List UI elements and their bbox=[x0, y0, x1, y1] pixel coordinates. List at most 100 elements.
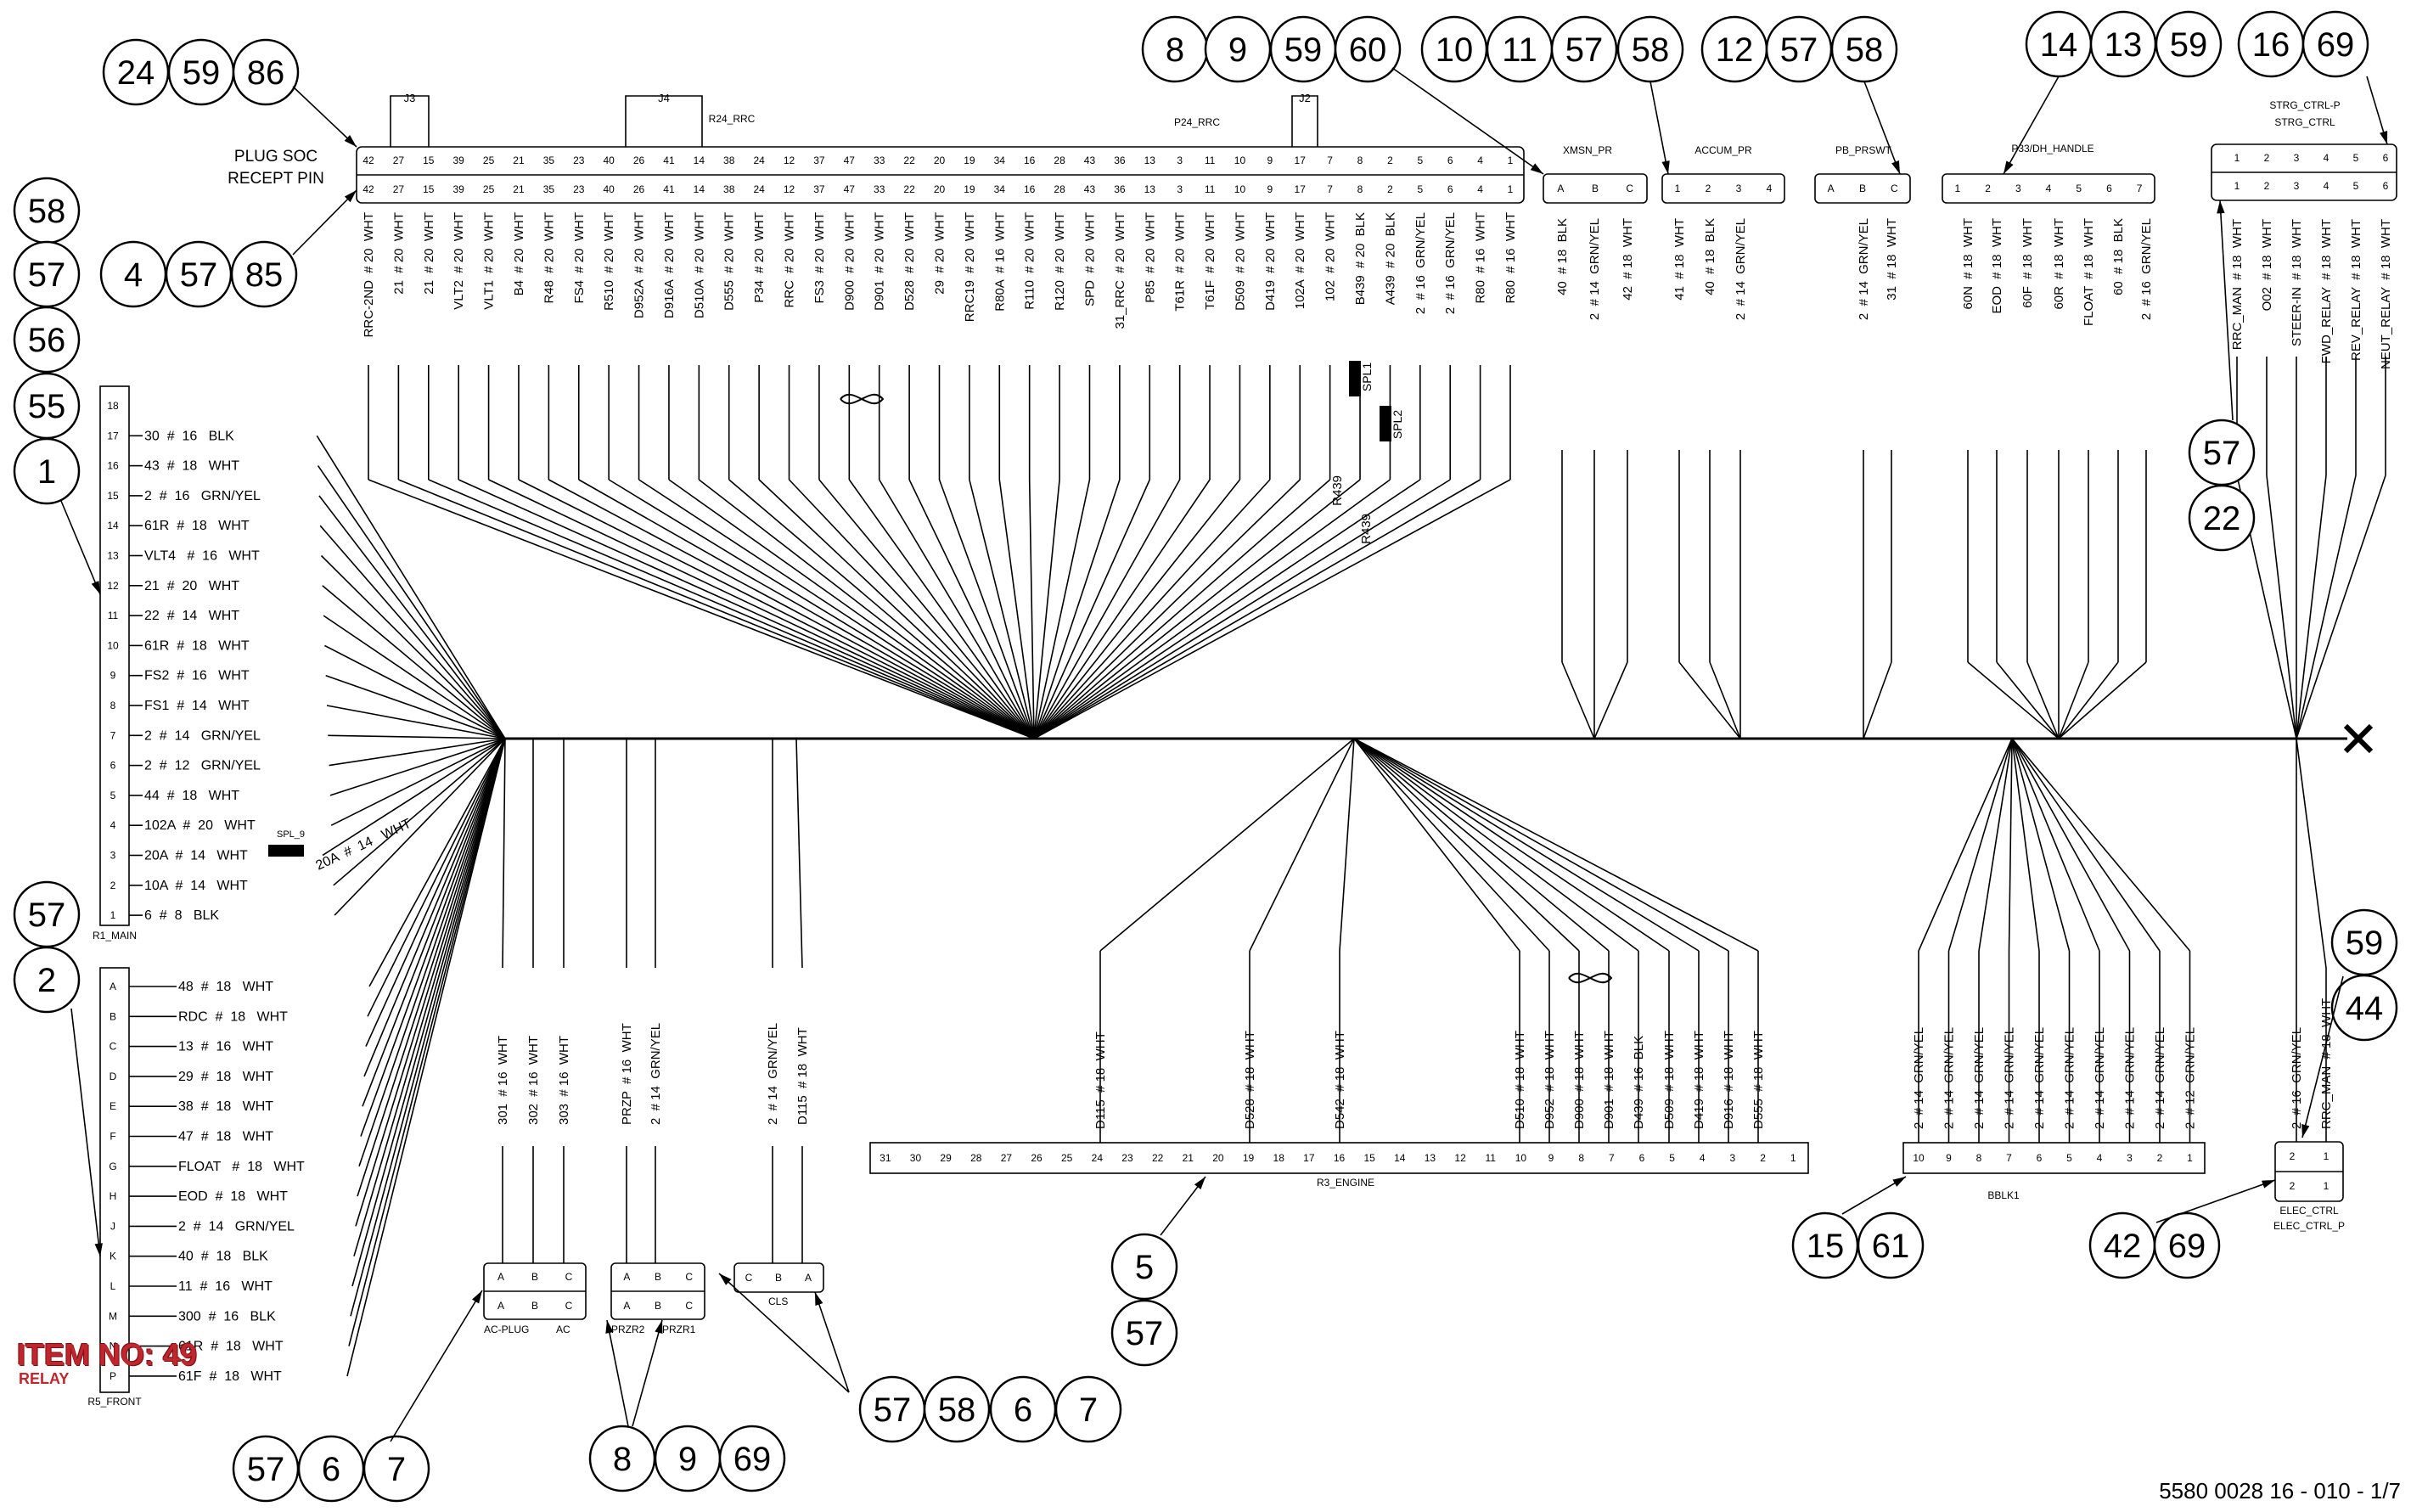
r24-pin-bottom: 26 bbox=[633, 183, 645, 195]
bblk-pin: 7 bbox=[2006, 1152, 2012, 1164]
r24-wire-to-hub bbox=[548, 479, 1035, 739]
callout-circle bbox=[1054, 1375, 1122, 1443]
pbprswt-wire-to-trunk bbox=[1863, 661, 1892, 739]
r24-pin-bottom: 36 bbox=[1114, 183, 1126, 195]
r24-pin-top: 11 bbox=[1205, 155, 1216, 166]
r1-wire-to-hub bbox=[329, 738, 506, 767]
r5-pin: M bbox=[109, 1310, 117, 1322]
r24-pin-bottom: 34 bbox=[994, 183, 1006, 195]
r1-pin: 7 bbox=[110, 729, 116, 741]
r5-wire-label: 11 # 16 WHT bbox=[178, 1279, 273, 1294]
r3-pin: 28 bbox=[970, 1152, 982, 1164]
strg-pin-top: 3 bbox=[2294, 152, 2300, 164]
r24-pin-top: 6 bbox=[1447, 155, 1453, 166]
splice-wire-label: R439 bbox=[1359, 514, 1374, 544]
callout-circle bbox=[13, 437, 81, 505]
p33-connector bbox=[1942, 173, 2155, 204]
r24-wire-to-hub bbox=[1033, 479, 1121, 739]
leader-arrow bbox=[1661, 160, 1670, 174]
leader-arrow bbox=[94, 1243, 103, 1256]
callout-bubble: 7 bbox=[1054, 1375, 1122, 1443]
callout-circle bbox=[1110, 1233, 1178, 1301]
r3-pin: 9 bbox=[1548, 1152, 1554, 1164]
callout-bubble: 57 bbox=[1110, 1299, 1178, 1367]
bblk-connector bbox=[1902, 1142, 2206, 1174]
r24-wire-to-hub bbox=[1033, 479, 1331, 739]
elec-pin: 2 bbox=[2290, 1150, 2296, 1162]
callout-circle bbox=[2188, 484, 2256, 552]
strg-wire-label: STEER-IN # 18 WHT bbox=[2290, 219, 2304, 346]
r5-pin: P bbox=[110, 1370, 116, 1382]
r5-wire-label: 13 # 16 WHT bbox=[178, 1040, 273, 1054]
r3-pin: 14 bbox=[1394, 1152, 1406, 1164]
callout-number: 85 bbox=[245, 256, 284, 294]
r1-pin: 13 bbox=[107, 550, 119, 562]
cls-pin: A bbox=[805, 1272, 812, 1284]
plug-soc-label: PLUG SOC bbox=[234, 148, 318, 166]
przr-name1: PRZR2 bbox=[611, 1324, 645, 1335]
r24-pin-top: 15 bbox=[423, 155, 435, 166]
callout-number: 86 bbox=[247, 54, 285, 92]
xmsn-wire-label: 40 # 18 BLK bbox=[1555, 218, 1570, 295]
r24-wire-label: D509 # 20 WHT bbox=[1233, 212, 1247, 311]
p33-pin: 5 bbox=[2076, 183, 2082, 194]
r24-pin-top: 40 bbox=[603, 155, 615, 166]
r24-pin-bottom: 39 bbox=[453, 183, 465, 195]
r5-wire-to-hub bbox=[348, 738, 506, 1346]
r24-wire-to-hub bbox=[428, 479, 1035, 739]
r24-pin-bottom: 1 bbox=[1508, 183, 1514, 195]
bblk-wire-to-trunk bbox=[2011, 738, 2040, 952]
r5-wire-label: EOD # 18 WHT bbox=[178, 1189, 288, 1204]
callout-number: 59 bbox=[2346, 925, 2384, 962]
xmsn-wire-to-trunk bbox=[1561, 661, 1595, 739]
r24-wire-label: R110 # 20 WHT bbox=[1023, 212, 1037, 310]
callout-bubble: 6 bbox=[989, 1375, 1057, 1443]
ac-name1: AC-PLUG bbox=[484, 1324, 529, 1335]
r24-pin-bottom: 10 bbox=[1234, 183, 1246, 195]
callout-number: 58 bbox=[1632, 31, 1670, 69]
r5-pin: J bbox=[110, 1220, 115, 1232]
r3-pin: 21 bbox=[1183, 1152, 1194, 1164]
callout-number: 57 bbox=[28, 256, 66, 294]
callout-bubble: 7 bbox=[362, 1435, 430, 1503]
callout-circle bbox=[232, 38, 300, 106]
r1-wire-to-hub bbox=[330, 738, 506, 826]
callout-number: 8 bbox=[613, 1441, 632, 1478]
r5-pin: G bbox=[109, 1161, 116, 1172]
r24-pin-top: 22 bbox=[903, 155, 915, 166]
r1-pin: 16 bbox=[107, 460, 119, 472]
callout-bubble: 1 bbox=[13, 437, 81, 505]
przr-pin-top: C bbox=[685, 1271, 693, 1283]
bblk-pin: 3 bbox=[2127, 1152, 2133, 1164]
r24-pin-bottom: 16 bbox=[1024, 183, 1036, 195]
p33-pin: 3 bbox=[2015, 183, 2021, 194]
r24-pin-bottom: 35 bbox=[543, 183, 555, 195]
twisted-pair-symbol bbox=[1568, 972, 1613, 984]
r24-pin-bottom: 23 bbox=[573, 183, 585, 195]
xmsn-name: XMSN_PR bbox=[1563, 144, 1612, 156]
strg-wire-label: RRC_MAN # 18 WHT bbox=[2230, 219, 2245, 350]
r24-pin-bottom: 15 bbox=[423, 183, 435, 195]
r3-pin: 23 bbox=[1121, 1152, 1133, 1164]
callout-number: 59 bbox=[183, 54, 221, 92]
callout-bubble: 85 bbox=[230, 240, 298, 308]
callout-bubble: 57 bbox=[1550, 15, 1618, 83]
jumper-j2 bbox=[1291, 95, 1318, 147]
r1-pin: 10 bbox=[107, 639, 119, 651]
r3-wire-to-hub bbox=[1339, 738, 1355, 952]
r24-wire-to-hub bbox=[1033, 479, 1181, 739]
p33-pin: 4 bbox=[2046, 183, 2052, 194]
callout-number: 11 bbox=[1502, 31, 1537, 69]
r24-pin-top: 43 bbox=[1084, 155, 1096, 166]
jumper-j3 bbox=[390, 95, 430, 147]
strg-pin-top: 2 bbox=[2264, 152, 2270, 164]
r5-wire-label: FLOAT # 18 WHT bbox=[178, 1160, 305, 1174]
r3-pin: 20 bbox=[1212, 1152, 1224, 1164]
cls-wire-label: 2 # 14 GRN/YEL bbox=[766, 1023, 780, 1125]
splice-label: SPL_9 bbox=[277, 829, 305, 840]
r3-pin: 8 bbox=[1578, 1152, 1584, 1164]
cls-connector bbox=[733, 1262, 824, 1293]
callout-bubble: 11 bbox=[1486, 15, 1554, 83]
r1-wire-to-hub bbox=[326, 705, 506, 739]
p33-pin: 1 bbox=[1955, 183, 1961, 194]
